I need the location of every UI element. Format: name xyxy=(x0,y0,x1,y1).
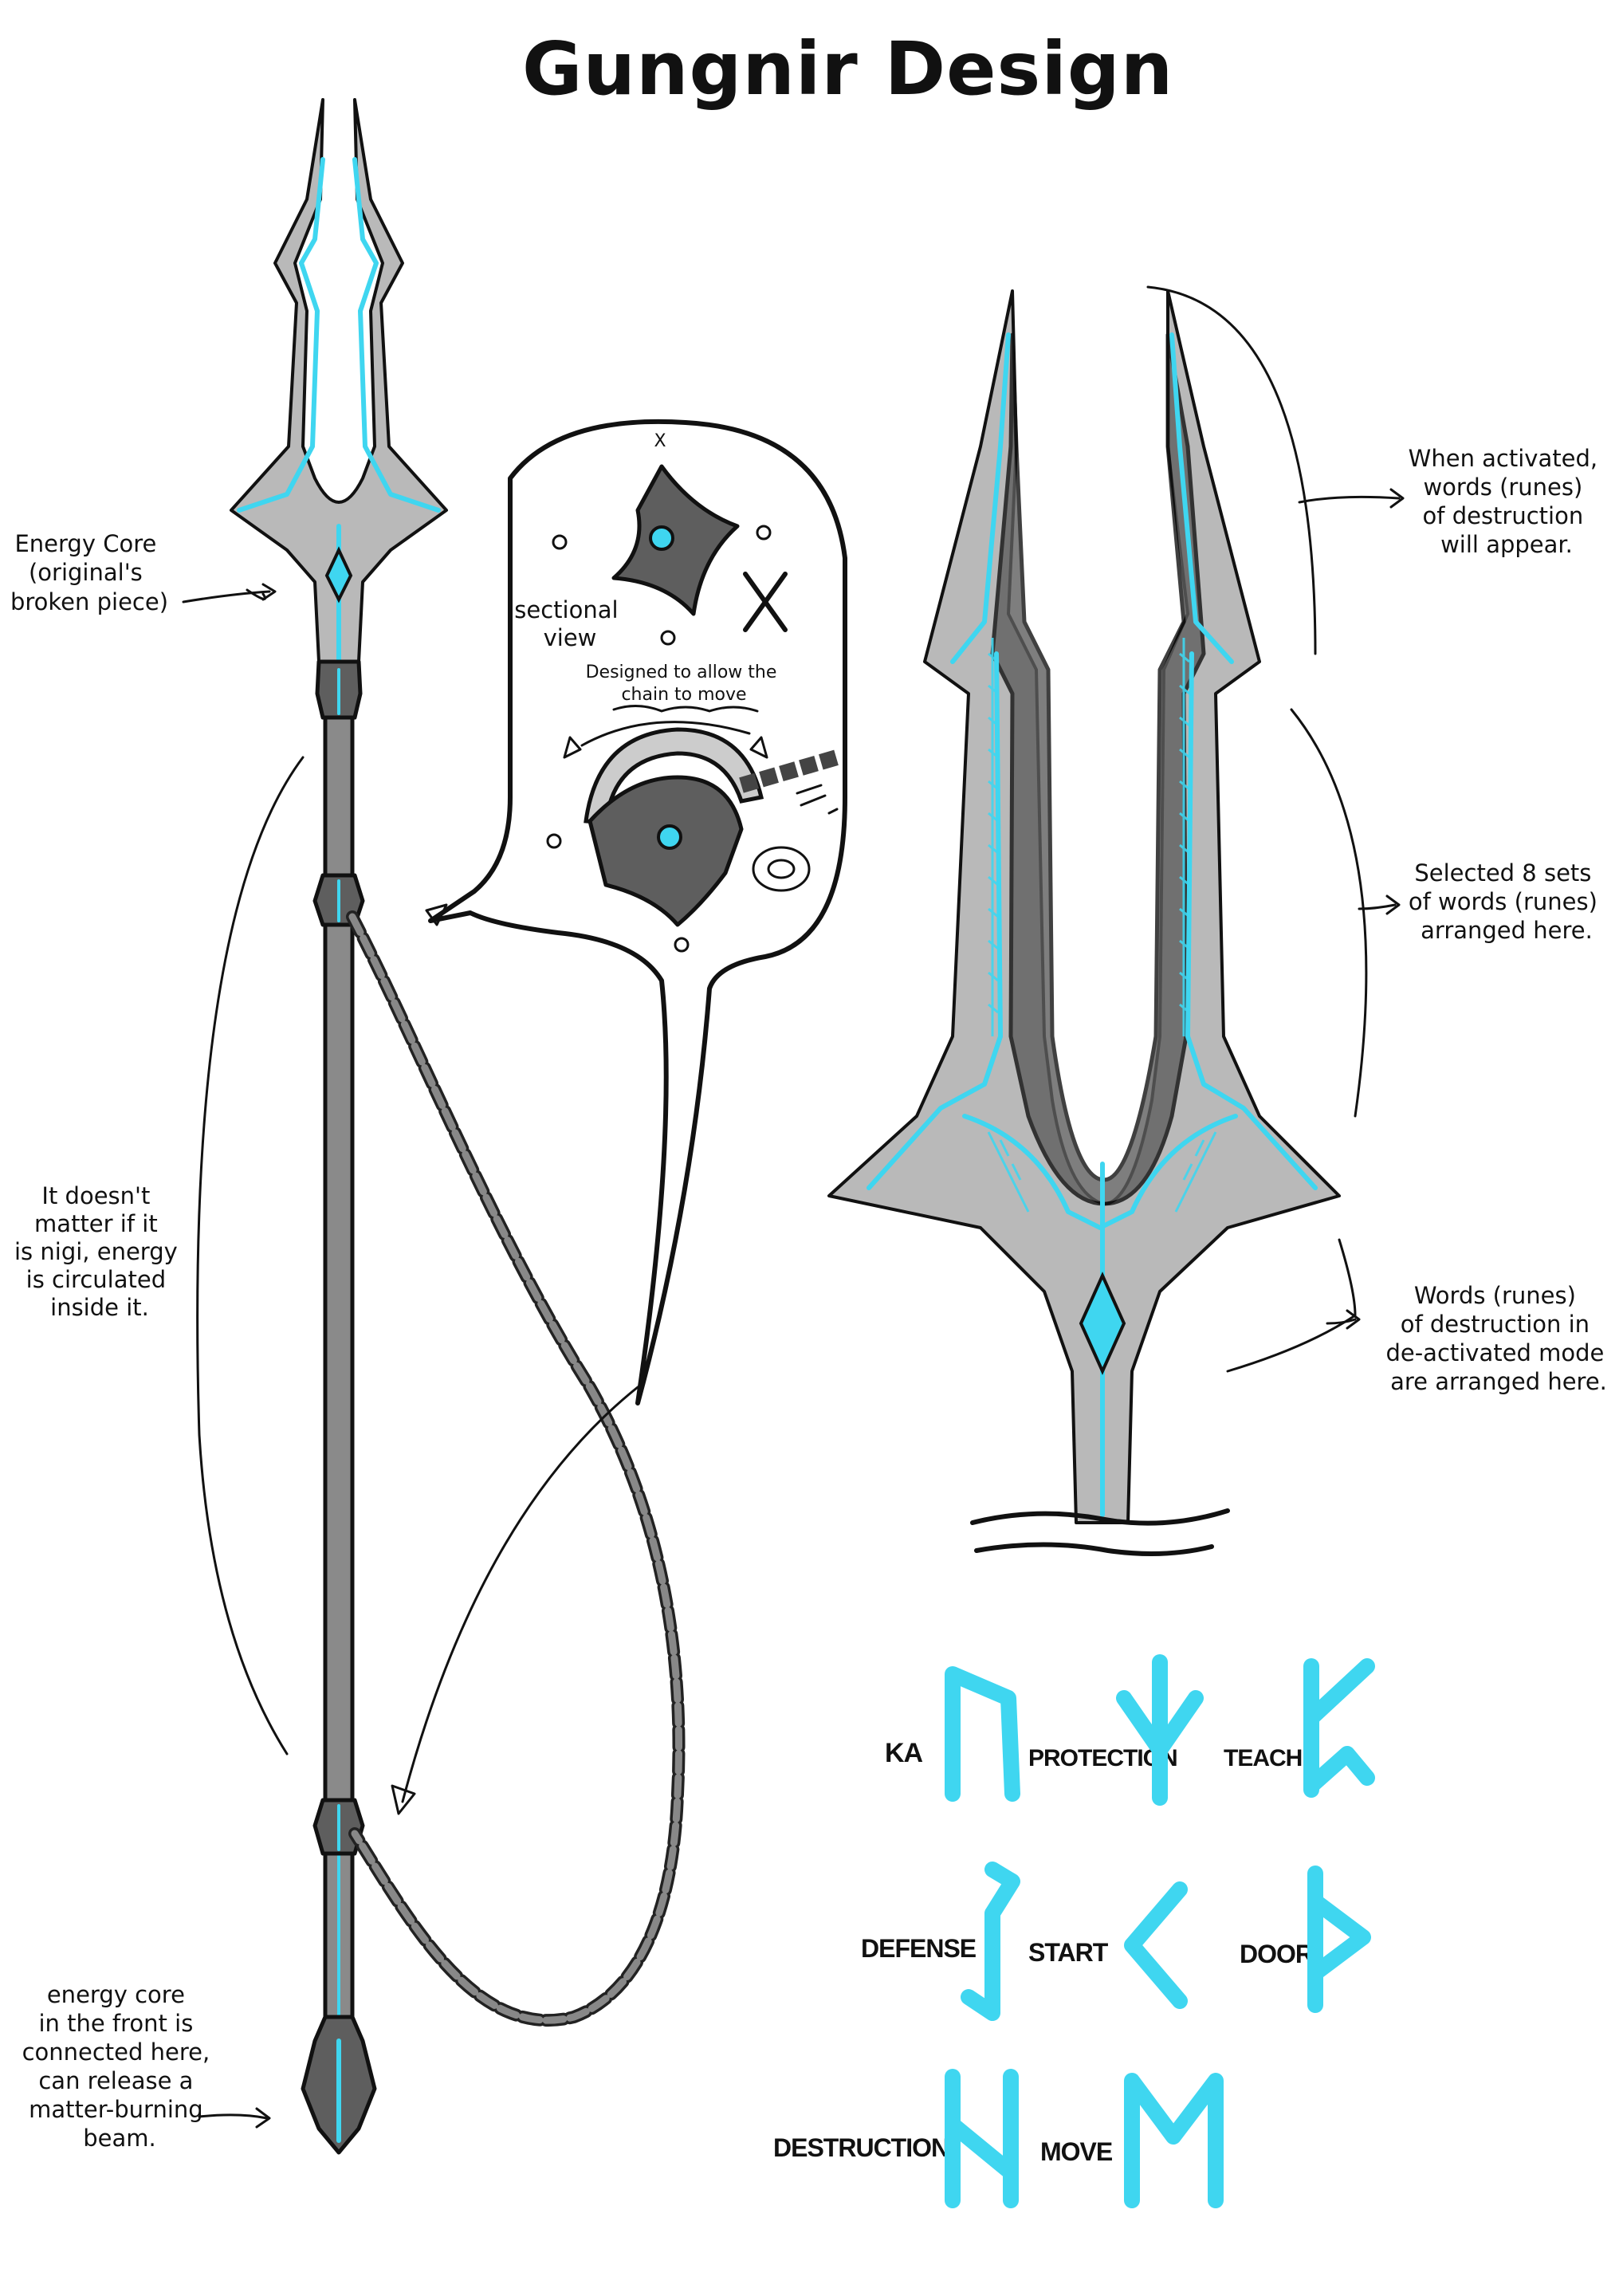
rune-label-move: MOVE xyxy=(1040,2137,1113,2166)
rune-label-door: DOOR xyxy=(1240,1940,1314,1968)
rigid-bracket-arc xyxy=(196,756,305,1755)
energy-core-label: Energy Core (original's broken piece) xyxy=(10,530,168,615)
right-head-outline xyxy=(827,289,1341,1524)
deactivated-label: Words (runes) of destruction in de-activ… xyxy=(1385,1282,1611,1395)
right-head-rune-inscriptions xyxy=(987,638,1217,1213)
activated-label: When activated, words (runes) of destruc… xyxy=(1409,445,1605,558)
activated-arc xyxy=(1146,285,1317,655)
chain-move-caption: Designed to allow the chain to move xyxy=(586,662,783,705)
rune-defense-icon xyxy=(961,1862,1020,2021)
rune-ka-icon xyxy=(945,1666,1020,1802)
rune-move-icon xyxy=(1124,2073,1224,2208)
front-core-label: energy core in the front is connected he… xyxy=(22,1981,218,2152)
sectional-bottom-piece xyxy=(588,775,744,927)
deactivated-arc xyxy=(1226,1238,1357,1373)
spear-energy-core xyxy=(324,546,353,603)
left-spear xyxy=(230,98,686,2155)
rune-legend: KA PROTECTION TEACH DEFENSE START DOOR D… xyxy=(773,1654,1375,2208)
rune-door-icon xyxy=(1307,1866,1371,2013)
selected-label: Selected 8 sets of words (runes) arrange… xyxy=(1409,859,1605,944)
rune-teach-icon xyxy=(1303,1658,1375,1798)
selected-arc xyxy=(1290,708,1368,1118)
rune-protection-icon xyxy=(1116,1654,1204,1806)
rune-label-ka: KA xyxy=(885,1738,923,1768)
rune-label-start: START xyxy=(1028,1938,1109,1967)
right-spear-head xyxy=(827,289,1341,1556)
sectional-x-large xyxy=(743,572,788,632)
rune-label-destruction: DESTRUCTION xyxy=(773,2133,949,2162)
rigid-energy-label: It doesn't matter if it is nigi, energy … xyxy=(14,1182,185,1321)
spear-head xyxy=(230,98,448,691)
rune-destruction-icon xyxy=(945,2069,1019,2208)
sectional-view-label: sectional view xyxy=(514,596,626,651)
sectional-view-bubble: X sectional view Designed to allow the c… xyxy=(425,419,847,1406)
sectional-top-piece xyxy=(611,464,740,616)
right-head-energy-core xyxy=(1079,1272,1126,1375)
sectional-x-small: X xyxy=(654,431,666,451)
rune-label-defense: DEFENSE xyxy=(861,1934,977,1963)
rune-label-teach: TEACH xyxy=(1224,1745,1302,1771)
page-title: Gungnir Design xyxy=(522,26,1173,112)
rune-start-icon xyxy=(1124,1881,1188,2009)
